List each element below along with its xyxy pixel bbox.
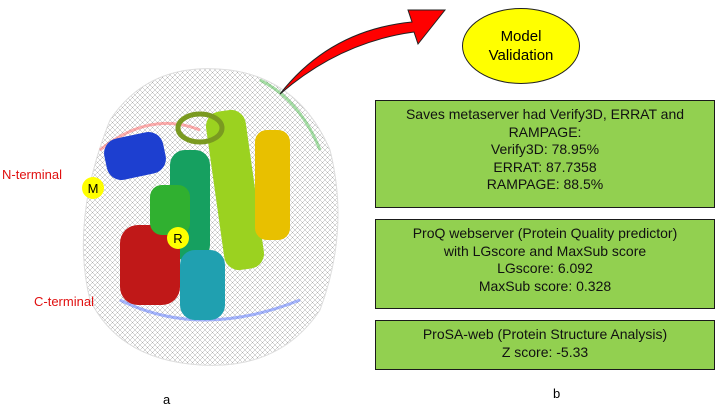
marker-r: R [167,227,189,249]
box-line: RAMPAGE: [508,123,582,140]
box-line: Verify3D: 78.95% [490,141,600,157]
saves-box: Saves metaserver had Verify3D, ERRAT and… [375,100,715,208]
title-line: Validation [488,47,554,64]
box-line: LGscore: 6.092 [497,260,593,276]
box-line: ProQ webserver (Protein Quality predicto… [412,225,678,241]
model-validation-ellipse: Model Validation [462,8,580,84]
caption-b: b [553,386,561,401]
box-line: RAMPAGE: 88.5% [486,176,604,192]
box-line: ProSA-web (Protein Structure Analysis) [422,326,668,342]
n-terminal-label: N-terminal [2,167,62,182]
box-line: Z score: -5.33 [501,343,589,360]
prosa-box: ProSA-web (Protein Structure Analysis) Z… [375,320,715,370]
c-terminal-label: C-terminal [34,294,94,309]
box-line: with LGscore and MaxSub score [443,242,647,259]
box-line: ERRAT: 87.7358 [493,158,597,175]
caption-a: a [163,392,171,407]
protein-structure-image [82,68,339,366]
proq-box: ProQ webserver (Protein Quality predicto… [375,219,715,309]
title-line: Model [500,28,542,45]
box-line: MaxSub score: 0.328 [478,277,612,294]
box-line: Saves metaserver had Verify3D, ERRAT and [405,106,685,122]
marker-m: M [82,177,104,199]
